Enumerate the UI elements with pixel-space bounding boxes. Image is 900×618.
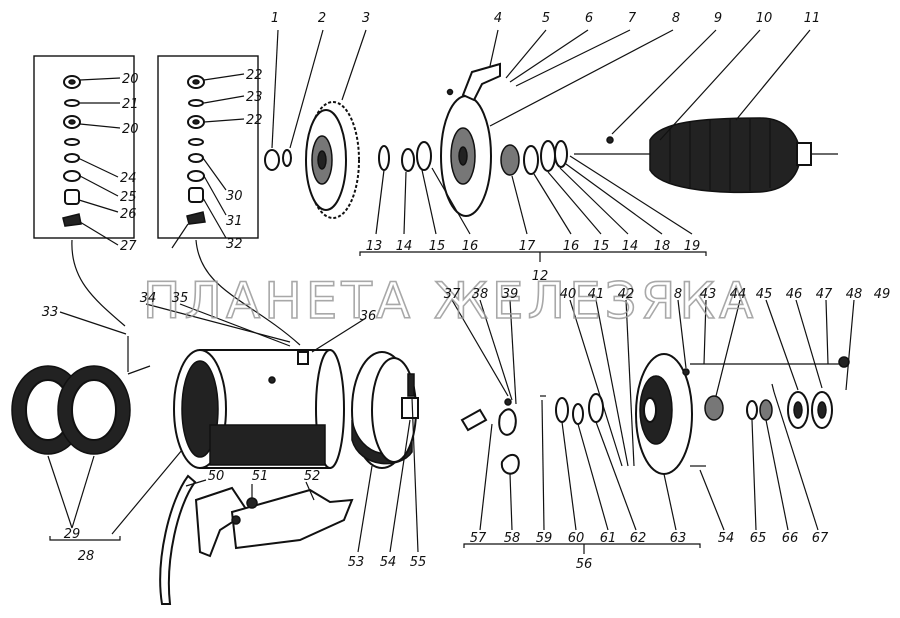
callout-65: 65 [750,531,767,546]
callout-30: 30 [226,189,243,204]
callout-26: 26 [120,207,137,222]
panel-leaders [71,73,301,346]
callout-17: 17 [519,239,536,254]
brush-parts [460,398,520,475]
callout-35: 35 [172,291,189,306]
callout-8: 8 [672,11,680,26]
callout-49: 49 [874,287,891,302]
end-shield-washers [378,140,568,176]
callout-31: 31 [226,214,243,229]
field-coils [11,336,151,455]
callout-51: 51 [252,469,269,484]
watermark-text: ПЛАНЕТА ЖЕЛЕЗЯКА [143,272,757,330]
callout-41: 41 [588,287,605,302]
callout-38: 38 [472,287,489,302]
callout-45: 45 [756,287,773,302]
callout-39: 39 [502,287,519,302]
callout-8-second: 8 [674,287,682,302]
callout-36: 36 [360,309,377,324]
lower-right-leaders [451,299,855,554]
callout-23: 23 [246,90,263,105]
callout-12: 12 [532,269,549,284]
callout-2: 2 [318,11,326,26]
callout-15-second: 15 [593,239,610,254]
callout-55: 55 [410,555,427,570]
callout-14-second: 14 [622,239,639,254]
callout-59: 59 [536,531,553,546]
callout-40: 40 [560,287,577,302]
callout-9: 9 [714,11,722,26]
middle-leaders [47,303,419,553]
callout-1: 1 [271,11,279,26]
callout-50: 50 [208,469,225,484]
commutator-end-shield [635,353,850,475]
drive-end-shield [440,62,501,217]
callout-25: 25 [120,190,137,205]
callout-6: 6 [585,11,593,26]
callout-54-second: 54 [718,531,735,546]
callout-21: 21 [122,97,139,112]
callout-48: 48 [846,287,863,302]
drive-pulley [305,101,360,219]
callout-57: 57 [470,531,487,546]
callout-54: 54 [380,555,397,570]
callout-67: 67 [812,531,829,546]
callout-14: 14 [396,239,413,254]
callout-61: 61 [600,531,617,546]
callout-56: 56 [576,557,593,572]
callout-13: 13 [366,239,383,254]
callout-42: 42 [618,287,635,302]
stator-housing [173,349,345,469]
callout-10: 10 [756,11,773,26]
callout-52: 52 [304,469,321,484]
callout-11: 11 [804,11,821,26]
callout-62: 62 [630,531,647,546]
callout-37: 37 [444,287,461,302]
callout-53: 53 [348,555,365,570]
callout-28: 28 [78,549,95,564]
callout-58: 58 [504,531,521,546]
top-leaders [271,29,811,262]
callout-44: 44 [730,287,747,302]
armature [574,117,838,194]
callout-46: 46 [786,287,803,302]
callout-18: 18 [654,239,671,254]
callout-19: 19 [684,239,701,254]
callout-3: 3 [362,11,370,26]
callout-5: 5 [542,11,550,26]
hardware-panel-right [157,55,259,239]
callout-16-second: 16 [563,239,580,254]
callout-43: 43 [700,287,717,302]
callout-29: 29 [64,527,81,542]
callout-66: 66 [782,531,799,546]
callout-7: 7 [628,11,637,26]
callout-20-second: 20 [122,122,139,137]
callout-4: 4 [494,11,502,26]
callout-27: 27 [120,239,137,254]
hardware-panel-left [33,55,135,239]
callout-34: 34 [140,291,157,306]
callout-60: 60 [568,531,585,546]
callout-24: 24 [120,171,137,186]
callout-labels: 1 2 3 4 5 6 7 8 9 10 11 12 13 14 15 16 1… [42,11,891,572]
mounting-brackets [159,474,354,605]
callout-22-second: 22 [246,113,263,128]
callout-63: 63 [670,531,687,546]
callout-15: 15 [429,239,446,254]
shaft-nut [264,149,292,171]
callout-47: 47 [816,287,833,302]
callout-22: 22 [246,68,263,83]
callout-33: 33 [42,305,59,320]
cover-band [351,351,419,469]
callout-20: 20 [122,72,139,87]
callout-32: 32 [226,237,243,252]
callout-16: 16 [462,239,479,254]
